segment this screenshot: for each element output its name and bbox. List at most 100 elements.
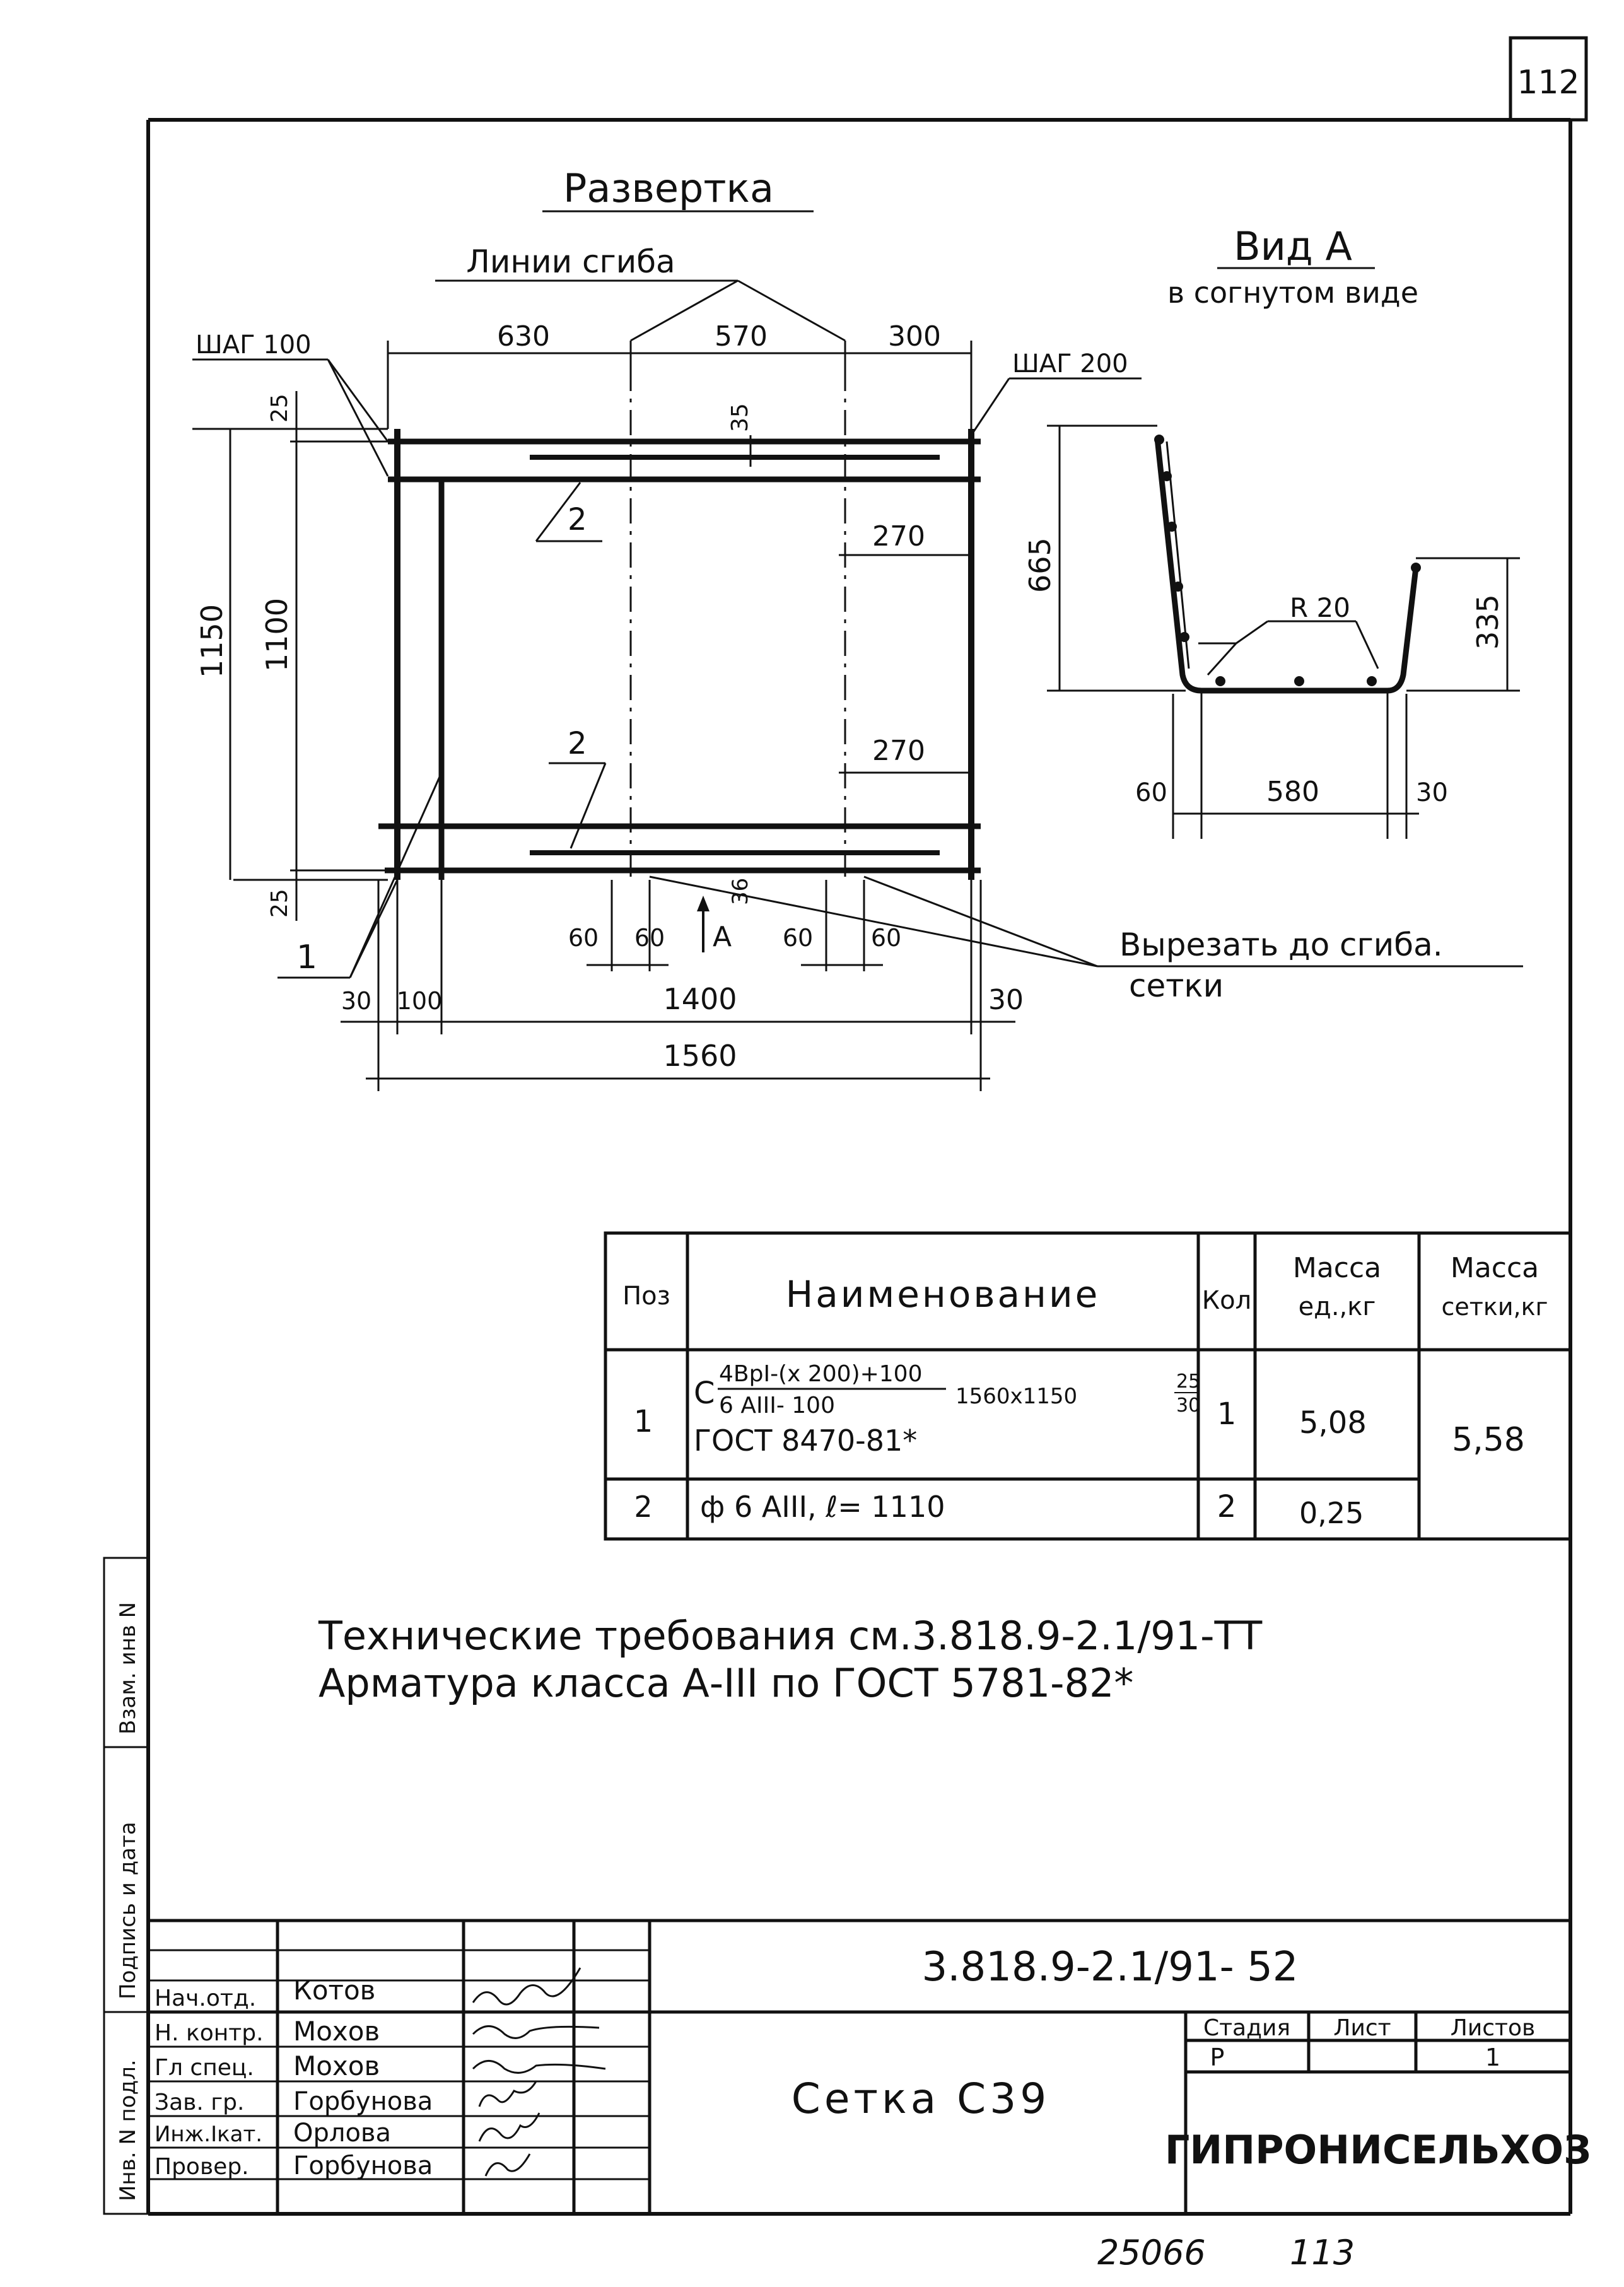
sheet-frame <box>146 118 1572 2216</box>
view-a-dimensions <box>1047 424 1520 839</box>
dim-1150: 1150 <box>195 604 229 678</box>
note-line-2: Арматура класса А-III по ГОСТ 5781-82* <box>318 1660 1133 1706</box>
staff-role-2: Гл спец. <box>155 2055 254 2081</box>
staff-name-0: Котов <box>293 1975 375 2006</box>
left-dimensions <box>192 391 388 921</box>
sheet-label: Лист <box>1333 2015 1391 2041</box>
staff-name-3: Горбунова <box>293 2087 433 2116</box>
th-mass-unit-2: ед.,кг <box>1299 1292 1376 1321</box>
view-a-title: Вид А <box>1234 223 1352 269</box>
dim-36: 36 <box>728 878 753 905</box>
doc-title: Сетка С39 <box>792 2074 1051 2123</box>
row1-name-frac-den: 30 <box>1176 1395 1200 1417</box>
stamp-vzam-inv: Взам. инв N <box>115 1602 141 1734</box>
row1-name-gost: ГОСТ 8470-81* <box>694 1424 917 1458</box>
dim-60-d: 60 <box>871 924 901 952</box>
footer-page-num: 113 <box>1290 2233 1355 2272</box>
staff-name-4: Орлова <box>293 2119 391 2148</box>
page-number: 112 <box>1517 64 1579 102</box>
staff-role-5: Провер. <box>155 2154 249 2180</box>
dim-630: 630 <box>497 320 550 353</box>
step-left-label: ШАГ 100 <box>196 330 312 360</box>
signature-1 <box>472 2025 600 2039</box>
stage-label: Стадия <box>1203 2015 1290 2041</box>
org-name: ГИПРОНИСЕЛЬХОЗ <box>1165 2127 1591 2173</box>
cut-note-2: сетки <box>1129 968 1224 1004</box>
signatures <box>472 1967 606 2177</box>
dim-w580: 580 <box>1266 776 1319 808</box>
dim-1100: 1100 <box>260 598 294 672</box>
dim-b30-left: 30 <box>341 987 371 1015</box>
mesh-bars <box>378 429 981 880</box>
th-name: Наименование <box>786 1273 1101 1316</box>
unfold-title: Развертка <box>563 165 774 211</box>
row1-qty: 1 <box>1217 1396 1237 1432</box>
signature-5 <box>484 2153 531 2177</box>
signature-2 <box>472 2060 606 2074</box>
dim-h335: 335 <box>1471 594 1505 650</box>
th-mass-unit-1: Масса <box>1293 1252 1381 1284</box>
row2-name: ф 6 АIII, ℓ= 1110 <box>700 1490 945 1524</box>
stamp-inv-podl: Инв. N подл. <box>115 2059 141 2201</box>
fold-lines <box>629 366 846 883</box>
dim-60-a: 60 <box>568 924 599 952</box>
note-line-1: Технические требования см.3.818.9-2.1/91… <box>318 1613 1263 1659</box>
view-a-profile <box>1154 438 1419 694</box>
signature-4 <box>478 2112 540 2142</box>
pos2-mid-label: 2 <box>568 726 587 761</box>
mass-mesh-value: 5,58 <box>1452 1421 1525 1459</box>
th-mass-mesh-1: Масса <box>1451 1252 1539 1284</box>
dim-270-b: 270 <box>872 735 925 767</box>
sheets-label: Листов <box>1451 2015 1535 2041</box>
row1-name-size: 1560x1150 <box>955 1384 1077 1409</box>
staff-role-4: Инж.Iкат. <box>155 2122 262 2147</box>
dim-r20: R 20 <box>1290 592 1350 623</box>
dim-35-top: 35 <box>727 403 753 432</box>
cutouts <box>587 880 883 971</box>
th-pos: Поз <box>622 1282 670 1311</box>
footer-inv-number: 25066 <box>1097 2233 1206 2272</box>
dim-570: 570 <box>715 320 768 353</box>
signature-3 <box>478 2081 537 2107</box>
signature-0 <box>472 1967 581 2006</box>
row1-name-den: 6 АIII- 100 <box>719 1393 835 1418</box>
staff-name-5: Горбунова <box>293 2151 433 2180</box>
dim-25-bottom: 25 <box>267 889 293 918</box>
th-qty: Кол <box>1202 1286 1251 1315</box>
row1-name-frac-num: 25 <box>1176 1371 1200 1393</box>
pos2-top-label: 2 <box>568 502 587 537</box>
staff-role-0: Нач.отд. <box>155 1986 256 2011</box>
staff-name-2: Мохов <box>293 2050 380 2081</box>
side-stamp <box>103 1557 149 2215</box>
sheets-value: 1 <box>1485 2044 1500 2071</box>
dim-300: 300 <box>888 320 941 353</box>
title-block-rows <box>148 1949 650 2180</box>
cut-note-1: Вырезать до сгиба. <box>1119 927 1443 963</box>
page-number-box: 112 <box>1509 36 1588 122</box>
pos1-label: 1 <box>296 939 317 976</box>
dim-60-c: 60 <box>783 924 813 952</box>
pos2-bars <box>530 455 940 855</box>
row1-mass-unit: 5,08 <box>1299 1405 1367 1441</box>
view-a-bars <box>1154 435 1421 686</box>
top-dimension <box>387 341 973 429</box>
dim-w60: 60 <box>1135 778 1167 807</box>
bottom-dimensions <box>341 880 1015 1091</box>
row1-pos: 1 <box>634 1404 653 1439</box>
step-right-label: ШАГ 200 <box>1012 349 1128 378</box>
staff-role-1: Н. контр. <box>155 2020 264 2046</box>
row1-name-num: 4ВрI-(x 200)+100 <box>719 1361 923 1387</box>
dim-60-b: 60 <box>634 924 665 952</box>
view-arrow-label: A <box>713 921 732 953</box>
dim-b1560: 1560 <box>663 1039 737 1073</box>
dim-w30: 30 <box>1416 778 1448 807</box>
dim-b1400: 1400 <box>663 982 737 1016</box>
stage-value: Р <box>1210 2044 1225 2071</box>
spec-table <box>604 1231 1572 1541</box>
view-a-subtitle: в согнутом виде <box>1167 276 1418 310</box>
dim-270-a: 270 <box>872 520 925 553</box>
staff-name-1: Мохов <box>293 2016 380 2047</box>
th-mass-mesh-2: сетки,кг <box>1441 1293 1548 1321</box>
row2-qty: 2 <box>1217 1489 1237 1524</box>
dim-h665: 665 <box>1023 537 1057 593</box>
